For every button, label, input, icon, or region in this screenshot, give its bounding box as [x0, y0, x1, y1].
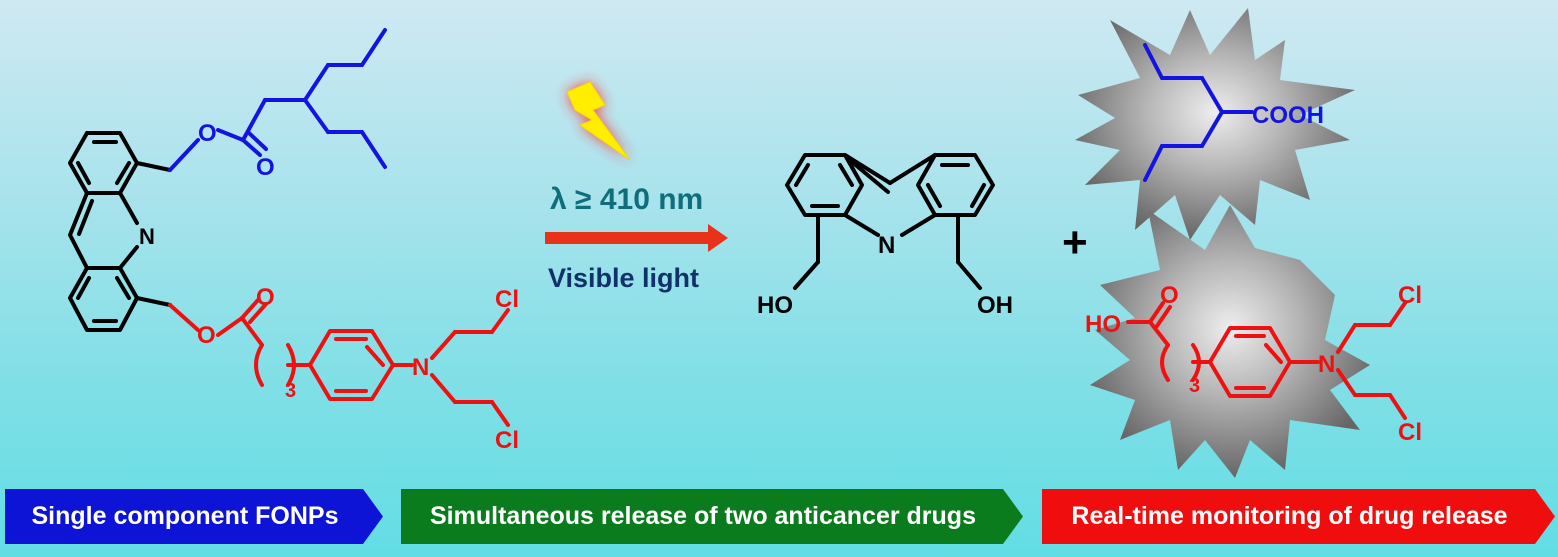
valproic-acid-bonds — [1143, 43, 1254, 182]
plus-sign: + — [1062, 218, 1088, 267]
amine-nitrogen: N — [412, 354, 429, 381]
chlorine-top: Cl — [495, 286, 519, 313]
valproate-ester-bonds — [168, 28, 387, 172]
lightning-bolt-icon — [566, 81, 631, 161]
acid-chlorine-bottom: Cl — [1398, 419, 1422, 446]
chlorine-bottom: Cl — [495, 427, 519, 454]
acid-amine-nitrogen: N — [1318, 351, 1335, 378]
chlorambucil-bonds — [1126, 301, 1407, 420]
prodrug-structure: O O N O O 3 N Cl Cl — [68, 28, 519, 454]
reaction-arrow — [545, 224, 728, 252]
carbonyl-oxygen-top: O — [256, 154, 275, 181]
acid-carbonyl-oxygen: O — [1160, 282, 1179, 309]
product-ring-nitrogen: N — [878, 232, 895, 259]
chlorambucil-ester-bonds — [168, 298, 510, 427]
chain-subscript: 3 — [285, 380, 296, 402]
wavelength-condition: λ ≥ 410 nm — [550, 183, 703, 216]
acridine-diol-structure — [785, 153, 995, 290]
acid-chlorine-top: Cl — [1398, 282, 1422, 309]
acid-chain-subscript: 3 — [1189, 375, 1200, 397]
carboxylic-acid-label: COOH — [1252, 102, 1324, 129]
carbonyl-oxygen-bottom: O — [256, 284, 275, 311]
hydroxyl-left: HO — [757, 292, 793, 319]
visible-light-label: Visible light — [548, 263, 699, 293]
banner-single-component: Single component FONPs — [5, 489, 383, 544]
banner-real-time-monitoring: Real-time monitoring of drug release — [1042, 489, 1555, 544]
ester-oxygen-bottom: O — [197, 322, 216, 349]
hydroxyl-right: OH — [977, 292, 1013, 319]
banner-simultaneous-release: Simultaneous release of two anticancer d… — [401, 489, 1023, 544]
starburst-bottom — [1090, 205, 1370, 478]
ring-nitrogen: N — [139, 224, 155, 249]
acid-hydroxyl-label: HO — [1085, 311, 1121, 338]
ester-oxygen-top: O — [198, 120, 217, 147]
acridine-core-bonds — [68, 131, 172, 332]
